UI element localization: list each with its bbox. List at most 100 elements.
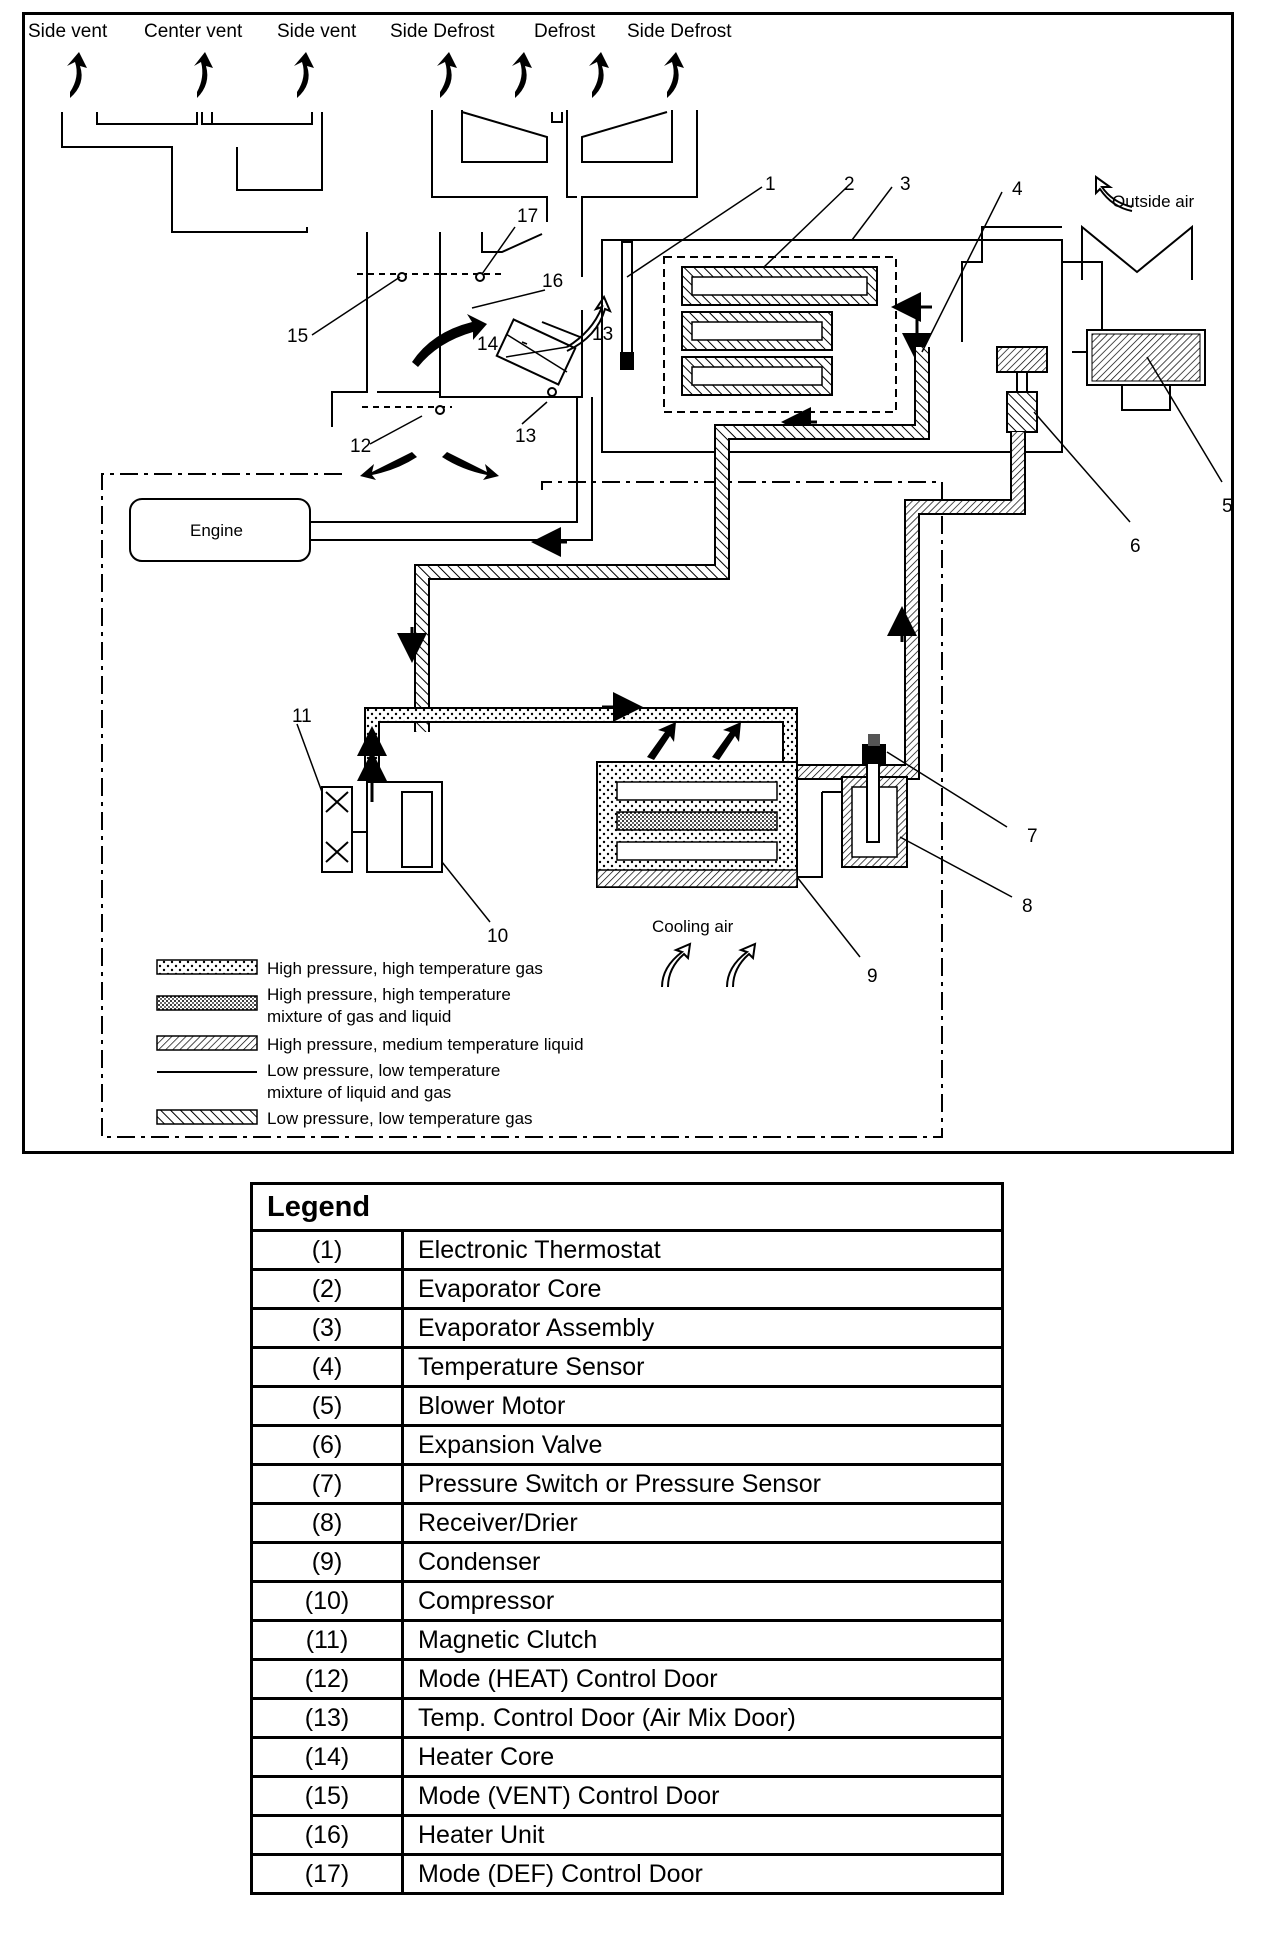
compressor bbox=[352, 781, 443, 873]
legend-code: (2) bbox=[250, 1268, 404, 1310]
callout-17: 17 bbox=[517, 206, 538, 227]
magnetic-clutch bbox=[321, 751, 387, 873]
legend-code: (5) bbox=[250, 1385, 404, 1427]
callout-4: 4 bbox=[1012, 179, 1023, 200]
legend-name: Blower Motor bbox=[401, 1385, 1004, 1427]
callout-16: 16 bbox=[542, 271, 563, 292]
firewall-boundary bbox=[101, 473, 943, 1138]
legend-code: (12) bbox=[250, 1658, 404, 1700]
heater-core bbox=[495, 318, 581, 397]
legend-name: Pressure Switch or Pressure Sensor bbox=[401, 1463, 1004, 1505]
outside-air-arrow bbox=[1095, 175, 1133, 212]
outlet-defrost: Defrost bbox=[534, 21, 596, 42]
callout-15: 15 bbox=[287, 326, 308, 347]
legend-code: (7) bbox=[250, 1463, 404, 1505]
key-text-2a: High pressure, high temperature bbox=[267, 985, 511, 1004]
cooling-air-arrows bbox=[661, 942, 757, 988]
legend-title: Legend bbox=[250, 1182, 1004, 1232]
callout-leaders bbox=[296, 186, 1223, 958]
legend-row: (7)Pressure Switch or Pressure Sensor bbox=[250, 1463, 1004, 1505]
legend-code: (10) bbox=[250, 1580, 404, 1622]
legend-code: (13) bbox=[250, 1697, 404, 1739]
legend-code: (9) bbox=[250, 1541, 404, 1583]
legend-name: Expansion Valve bbox=[401, 1424, 1004, 1466]
electronic-thermostat bbox=[620, 241, 634, 370]
callout-11: 11 bbox=[292, 706, 312, 727]
legend-name: Mode (DEF) Control Door bbox=[401, 1853, 1004, 1895]
outlet-center-vent: Center vent bbox=[144, 21, 243, 42]
legend-code: (6) bbox=[250, 1424, 404, 1466]
outlet-side-vent-left: Side vent bbox=[28, 21, 108, 42]
callout-9: 9 bbox=[867, 966, 878, 987]
legend-row: (17)Mode (DEF) Control Door bbox=[250, 1853, 1004, 1895]
legend-code: (16) bbox=[250, 1814, 404, 1856]
legend-row: (14)Heater Core bbox=[250, 1736, 1004, 1778]
mode-doors bbox=[357, 272, 502, 415]
legend-row: (6)Expansion Valve bbox=[250, 1424, 1004, 1466]
legend-name: Electronic Thermostat bbox=[401, 1229, 1004, 1271]
legend-name: Mode (VENT) Control Door bbox=[401, 1775, 1004, 1817]
callout-12: 12 bbox=[350, 436, 371, 457]
legend-name: Mode (HEAT) Control Door bbox=[401, 1658, 1004, 1700]
legend-name: Condenser bbox=[401, 1541, 1004, 1583]
key-text-3: High pressure, medium temperature liquid bbox=[267, 1035, 584, 1054]
legend-row: (4)Temperature Sensor bbox=[250, 1346, 1004, 1388]
legend-row: (15)Mode (VENT) Control Door bbox=[250, 1775, 1004, 1817]
legend-name: Evaporator Assembly bbox=[401, 1307, 1004, 1349]
legend-name: Magnetic Clutch bbox=[401, 1619, 1004, 1661]
heat-outlet-arrows bbox=[360, 452, 499, 480]
key-text-4b: mixture of liquid and gas bbox=[267, 1083, 451, 1102]
outside-air-label: Outside air bbox=[1112, 192, 1195, 211]
pressure-key: High pressure, high temperature gas High… bbox=[156, 959, 584, 1128]
legend-code: (11) bbox=[250, 1619, 404, 1661]
legend-name: Evaporator Core bbox=[401, 1268, 1004, 1310]
callout-13-upper: 13 bbox=[592, 324, 613, 345]
legend-row: (3)Evaporator Assembly bbox=[250, 1307, 1004, 1349]
outlet-side-defrost-right: Side Defrost bbox=[627, 21, 732, 42]
callout-5: 5 bbox=[1222, 496, 1233, 517]
legend-row: (5)Blower Motor bbox=[250, 1385, 1004, 1427]
legend-code: (1) bbox=[250, 1229, 404, 1271]
legend-row: (9)Condenser bbox=[250, 1541, 1004, 1583]
condenser bbox=[596, 761, 798, 888]
legend-table: Legend (1)Electronic Thermostat (2)Evapo… bbox=[250, 1182, 1004, 1895]
legend-name: Heater Unit bbox=[401, 1814, 1004, 1856]
callout-7: 7 bbox=[1027, 826, 1038, 847]
legend-name: Temperature Sensor bbox=[401, 1346, 1004, 1388]
legend-name: Compressor bbox=[401, 1580, 1004, 1622]
legend-row: (8)Receiver/Drier bbox=[250, 1502, 1004, 1544]
legend-row: (10)Compressor bbox=[250, 1580, 1004, 1622]
callout-1: 1 bbox=[765, 174, 776, 195]
blower-motor bbox=[1086, 329, 1206, 411]
key-text-4a: Low pressure, low temperature bbox=[267, 1061, 500, 1080]
engine-label: Engine bbox=[190, 521, 243, 540]
callout-13-lower: 13 bbox=[515, 426, 536, 447]
key-text-1: High pressure, high temperature gas bbox=[267, 959, 543, 978]
key-text-2b: mixture of gas and liquid bbox=[267, 1007, 451, 1026]
key-text-5: Low pressure, low temperature gas bbox=[267, 1109, 533, 1128]
callout-10: 10 bbox=[487, 926, 508, 947]
outlet-airflow-arrows bbox=[67, 52, 684, 98]
legend-row: (13)Temp. Control Door (Air Mix Door) bbox=[250, 1697, 1004, 1739]
callout-6: 6 bbox=[1130, 536, 1141, 557]
legend-code: (8) bbox=[250, 1502, 404, 1544]
pressure-switch bbox=[862, 734, 886, 764]
callout-8: 8 bbox=[1022, 896, 1033, 917]
vent-ducts bbox=[61, 110, 698, 427]
cooling-air-label: Cooling air bbox=[652, 917, 734, 936]
door-13-arrow bbox=[566, 294, 612, 352]
legend-row: (11)Magnetic Clutch bbox=[250, 1619, 1004, 1661]
diagram-frame bbox=[22, 12, 1234, 1154]
legend-row: (2)Evaporator Core bbox=[250, 1268, 1004, 1310]
legend-name: Temp. Control Door (Air Mix Door) bbox=[401, 1697, 1004, 1739]
legend-code: (17) bbox=[250, 1853, 404, 1895]
evaporator-core bbox=[681, 266, 878, 396]
low-pressure-suction-line bbox=[414, 347, 930, 732]
legend-code: (15) bbox=[250, 1775, 404, 1817]
callout-2: 2 bbox=[844, 174, 855, 195]
legend-row: (1)Electronic Thermostat bbox=[250, 1229, 1004, 1271]
condenser-heat-arrows bbox=[647, 722, 741, 760]
expansion-valve bbox=[996, 346, 1048, 433]
ac-system-diagram: Side vent Center vent Side vent Side Def… bbox=[22, 12, 1234, 1154]
callout-14: 14 bbox=[477, 334, 499, 355]
